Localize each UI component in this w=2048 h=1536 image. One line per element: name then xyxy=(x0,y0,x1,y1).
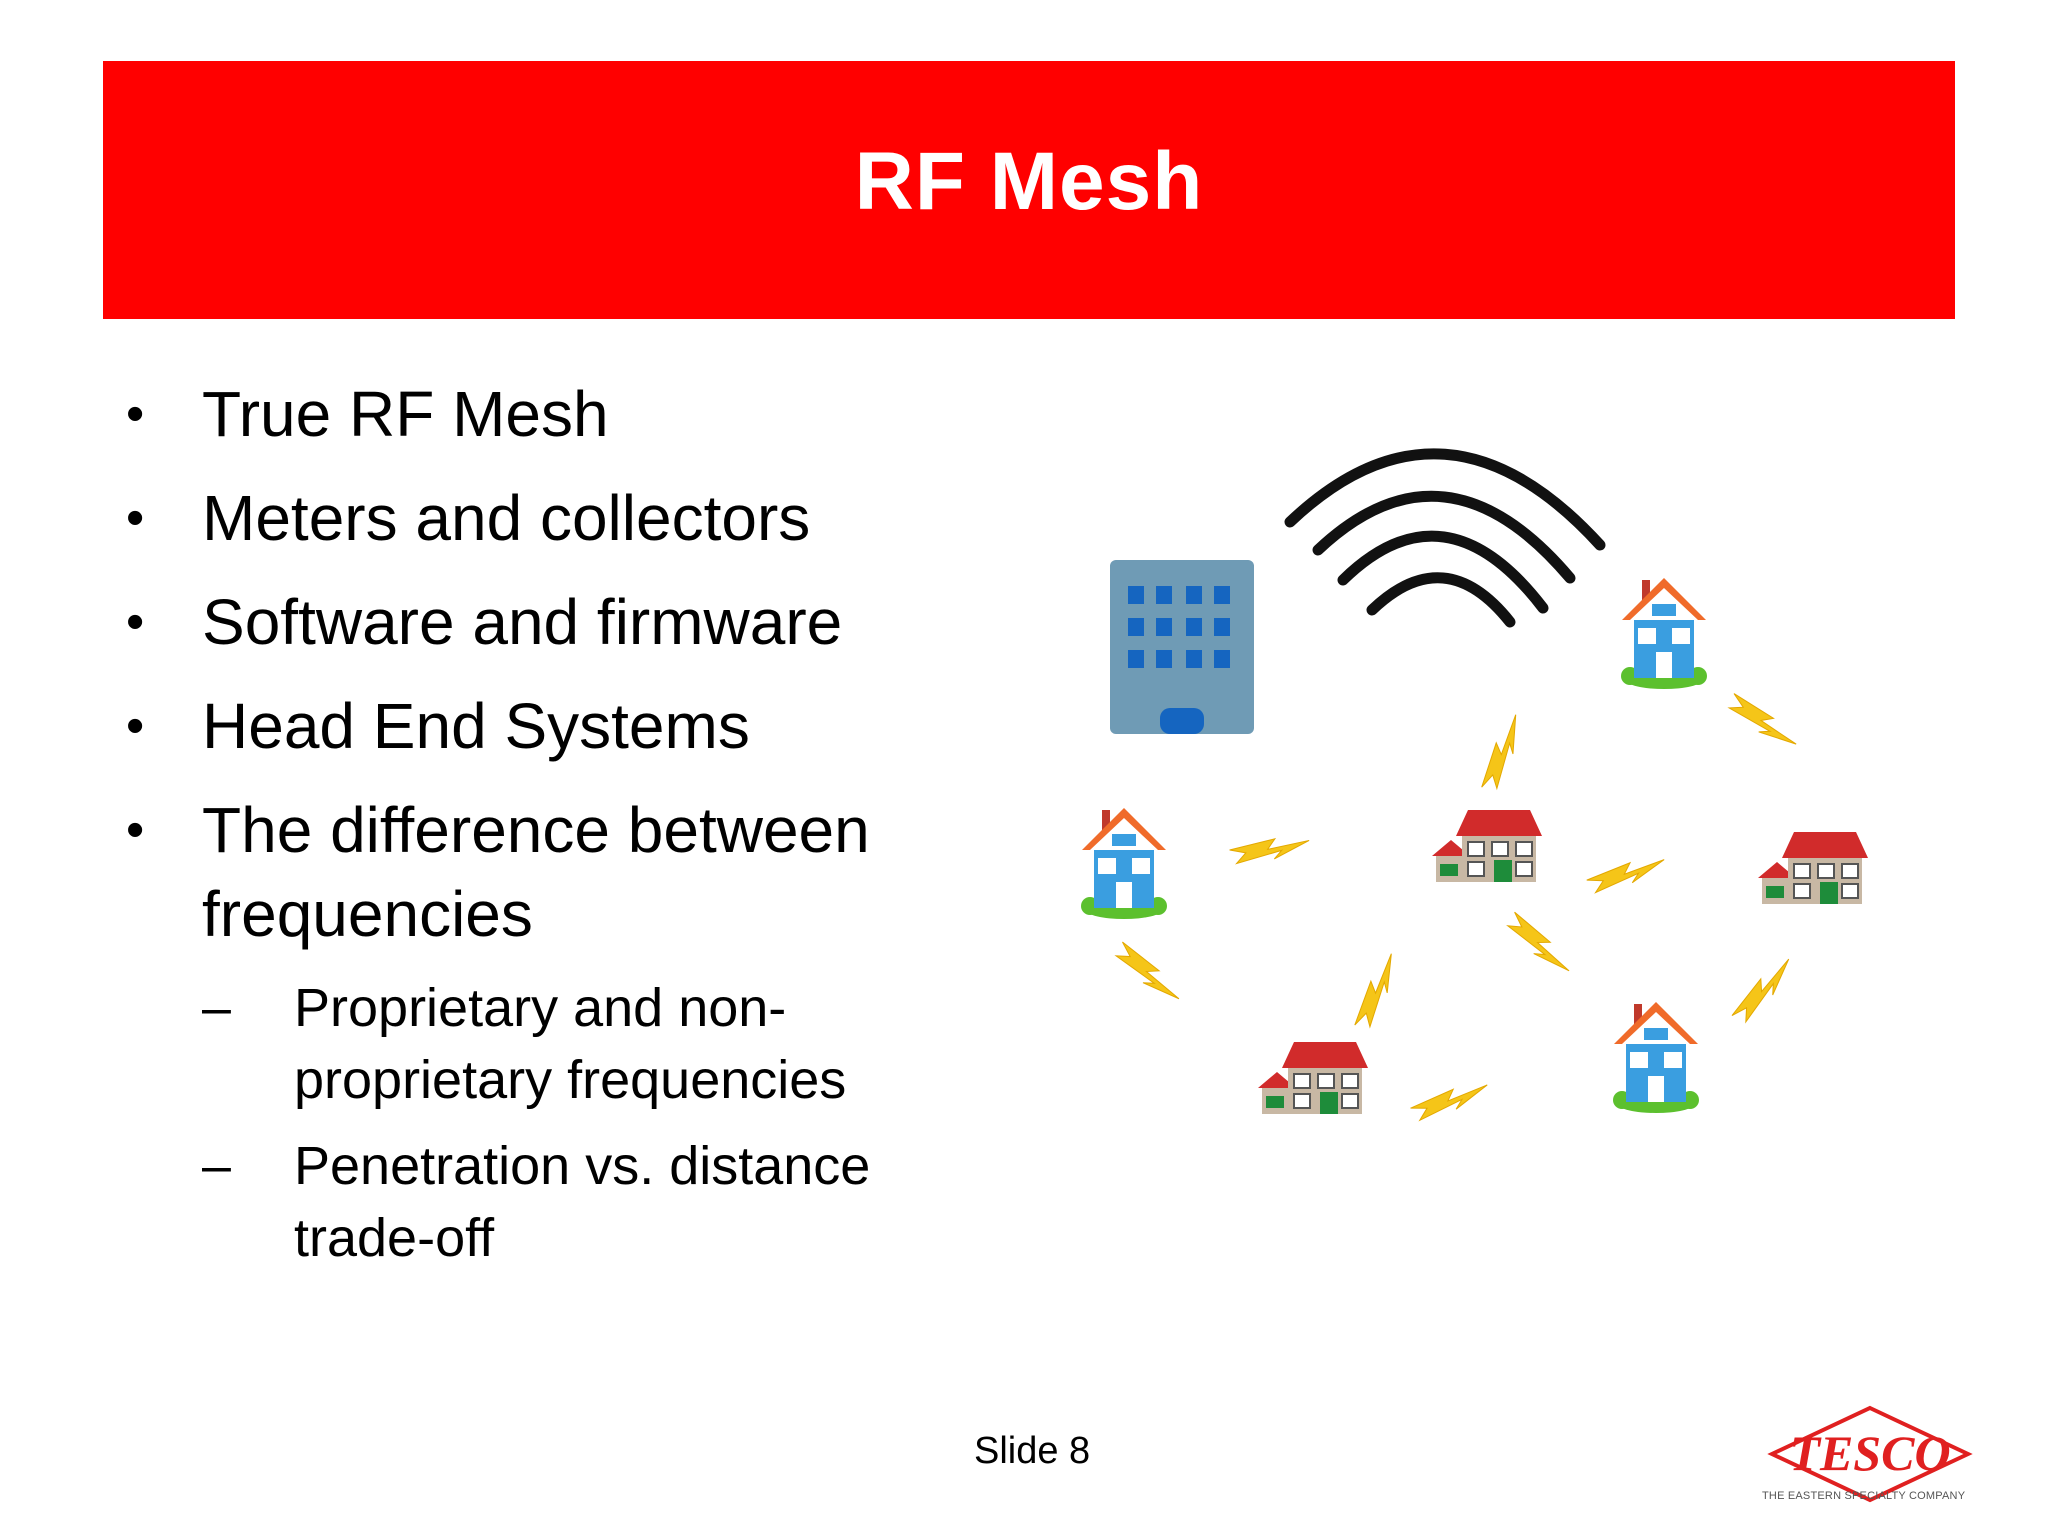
sub-bullet-text: Proprietary and non-proprietary frequenc… xyxy=(294,978,847,1110)
lightning-bolt-icon xyxy=(1724,687,1800,758)
red-house-icon xyxy=(1257,1041,1369,1115)
lightning-bolt-icon xyxy=(1228,835,1311,865)
sub-bullet-item: – Proprietary and non-proprietary frequen… xyxy=(202,972,1000,1116)
logo-text: TESCO xyxy=(1789,1425,1950,1481)
blue-house-icon xyxy=(1621,578,1707,689)
blue-house-icon xyxy=(1081,808,1167,919)
bullet-marker: • xyxy=(126,489,145,547)
bullet-text: Software and firmware xyxy=(202,586,843,658)
sub-bullet-list: – Proprietary and non-proprietary frequen… xyxy=(202,972,1000,1274)
bullet-list: • True RF Mesh • Meters and collectors • So… xyxy=(120,372,1000,1294)
lightning-bolt-icon xyxy=(1347,951,1408,1033)
wifi-signal-icon xyxy=(1284,448,1606,628)
bullet-marker: • xyxy=(126,801,145,859)
logo-tagline: THE EASTERN SPECIALTY COMPANY xyxy=(1762,1490,1966,1502)
bullet-item: • True RF Mesh xyxy=(120,372,1000,456)
red-house-icon xyxy=(1757,831,1869,905)
red-house-icon xyxy=(1431,809,1543,883)
lightning-bolt-icon xyxy=(1584,855,1669,895)
bullet-item: • Head End Systems xyxy=(120,684,1000,768)
sub-bullet-marker: – xyxy=(202,1137,231,1195)
slide-title: RF Mesh xyxy=(854,136,1204,227)
blue-house-icon xyxy=(1613,1002,1699,1113)
sub-bullet-item: – Penetration vs. distance trade-off xyxy=(202,1130,1000,1274)
lightning-bolt-icon xyxy=(1111,936,1183,1012)
bullet-text: Head End Systems xyxy=(202,690,750,762)
lightning-bolt-icon xyxy=(1474,712,1533,795)
rf-mesh-diagram xyxy=(1081,448,1869,1123)
bullet-marker: • xyxy=(126,697,145,755)
title-bar: RF Mesh xyxy=(103,61,1955,319)
lightning-bolt-icon xyxy=(1408,1080,1493,1123)
bullet-item: • The difference between frequencies – Pro… xyxy=(120,788,1000,1274)
bullet-text: True RF Mesh xyxy=(202,378,609,450)
bullet-marker: • xyxy=(126,385,145,443)
slide-number: Slide 8 xyxy=(974,1430,1091,1472)
bullet-item: • Software and firmware xyxy=(120,580,1000,664)
bullet-item: • Meters and collectors xyxy=(120,476,1000,560)
bullet-text: The difference between frequencies xyxy=(202,794,870,950)
lightning-bolt-icon xyxy=(1503,906,1573,983)
bullet-text: Meters and collectors xyxy=(202,482,811,554)
sub-bullet-text: Penetration vs. distance trade-off xyxy=(294,1136,871,1268)
lightning-bolt-icon xyxy=(1726,955,1802,1027)
bullet-marker: • xyxy=(126,593,145,651)
head-end-building-icon xyxy=(1110,560,1254,734)
tesco-logo: TESCO xyxy=(1767,1405,1973,1503)
sub-bullet-marker: – xyxy=(202,979,231,1037)
